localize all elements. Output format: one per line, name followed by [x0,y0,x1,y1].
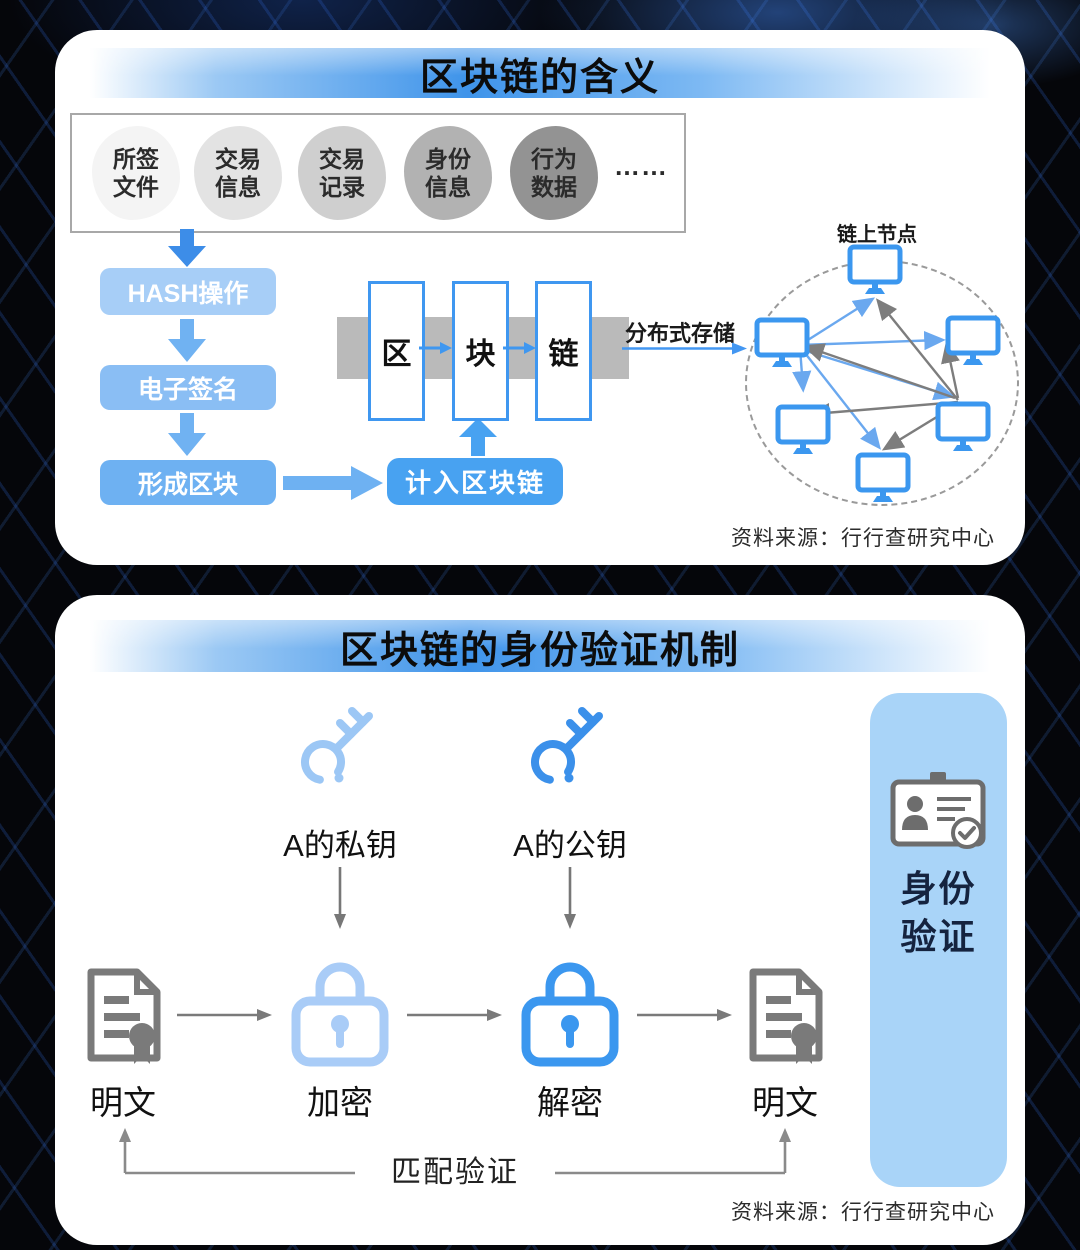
chain-nodes-label: 链上节点 [837,224,917,246]
panel-identity-verification: 区块链的身份验证机制 A的私钥 A的公钥 [55,595,1025,1245]
computer-node-icon [945,315,1001,365]
arrow-right-icon [407,1009,502,1021]
arrow-right-icon [419,342,452,354]
data-sources-box: 所签 文件 交易 信息 交易 记录 身份 信息 行为 数据 …… [70,113,686,233]
panel-blockchain-meaning: 区块链的含义 所签 文件 交易 信息 交易 记录 身份 信息 行为 数据 …… … [55,30,1025,565]
computer-node-icon [935,401,991,451]
arrow-up-icon [459,418,497,456]
encrypt-label: 加密 [307,1084,373,1121]
arrow-down-icon [168,319,206,362]
arrow-right-icon [622,342,747,355]
signature-step-box: 电子签名 [100,365,276,410]
public-key-label: A的公钥 [513,828,627,863]
title-band: 区块链的身份验证机制 [90,620,990,672]
arrow-down-icon [564,867,576,929]
match-verify-label: 匹配验证 [391,1156,519,1189]
form-block-step-box: 形成区块 [100,460,276,505]
ellipsis-more: …… [614,151,668,181]
computer-node-icon [775,404,831,454]
plaintext-label: 明文 [90,1084,156,1121]
arrow-right-icon [637,1009,732,1021]
decrypt-label: 解密 [537,1084,603,1121]
arrow-down-icon [168,229,206,267]
identity-verification-panel: 身份 验证 [870,693,1007,1187]
title-band: 区块链的含义 [90,48,990,99]
data-item-signed-files: 所签 文件 [92,126,180,220]
arrow-right-icon [283,466,383,500]
id-badge-icon [890,772,986,849]
computer-node-icon [754,317,810,367]
panel2-title: 区块链的身份验证机制 [339,629,740,672]
record-to-chain-box: 计入区块链 [387,458,563,505]
computer-node-icon [847,244,903,294]
arrow-right-icon [503,342,536,354]
panel1-title: 区块链的含义 [419,56,660,99]
decrypt-lock-icon [521,962,619,1067]
public-key-icon [531,707,603,784]
plaintext-label: 明文 [752,1084,818,1121]
data-item-transaction-records: 交易 记录 [298,126,386,220]
data-item-transaction-info: 交易 信息 [194,126,282,220]
encrypt-lock-icon [291,962,389,1067]
private-key-label: A的私钥 [283,828,397,863]
document-icon [749,968,823,1064]
distributed-storage-label: 分布式存储 [624,321,735,346]
arrow-right-icon [177,1009,272,1021]
source-note: 资料来源：行行查研究中心 [731,1201,995,1224]
identity-verification-label: 身份 验证 [900,868,977,957]
block-kuai: 块 [452,281,509,421]
block-qu: 区 [368,281,425,421]
document-icon [87,968,161,1064]
match-verify-bracket [119,1128,791,1175]
private-key-icon [301,707,373,784]
computer-node-icon [855,452,911,502]
arrow-down-icon [168,413,206,456]
block-lian: 链 [535,281,592,421]
data-item-behavior-data: 行为 数据 [510,126,598,220]
data-item-identity-info: 身份 信息 [404,126,492,220]
hash-step-box: HASH操作 [100,268,276,315]
network-links [792,297,960,451]
arrow-down-icon [334,867,346,929]
source-note: 资料来源：行行查研究中心 [731,527,995,550]
